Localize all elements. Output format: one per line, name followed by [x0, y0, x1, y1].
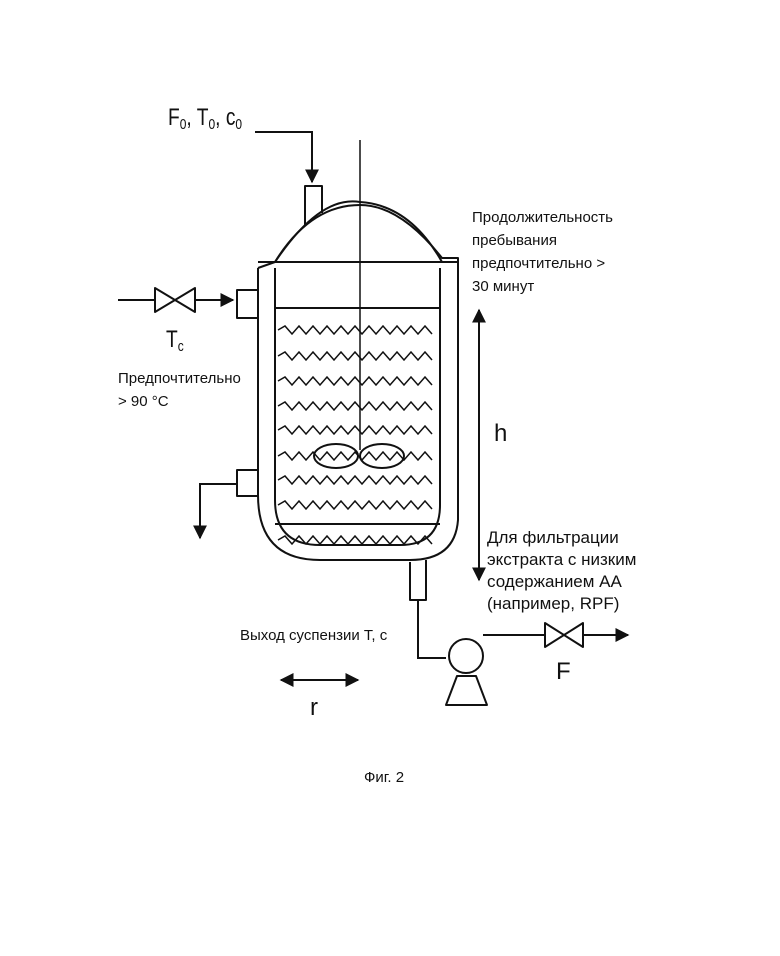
temperature-preference-label: Предпочтительно > 90 °C	[118, 367, 241, 413]
outlet-valve	[545, 623, 583, 647]
filtration-label: Для фильтрации экстракта с низким содерж…	[487, 527, 636, 615]
coil-row	[278, 476, 432, 484]
impeller-right	[360, 444, 404, 468]
coil-row	[278, 326, 432, 334]
coil-row	[278, 452, 432, 460]
radius-label: r	[310, 694, 318, 722]
coil-row	[278, 402, 432, 410]
figure-caption: Фиг. 2	[364, 766, 404, 789]
feed-line	[255, 132, 312, 182]
bottom-outlet-nozzle	[410, 560, 426, 600]
product-line	[418, 600, 446, 658]
jacket-inlet-nozzle	[237, 290, 258, 318]
residence-time-label: Продолжительность пребывания предпочтите…	[472, 206, 613, 298]
height-label: h	[494, 420, 507, 448]
coolant-temperature-label: Tc	[166, 326, 184, 355]
heating-coil	[278, 326, 432, 544]
coil-row	[278, 352, 432, 360]
pump-base	[446, 676, 487, 705]
feed-label: F0, T0, c0	[168, 104, 242, 133]
coil-row	[278, 377, 432, 385]
slurry-outlet-label: Выход суспензии T, c	[240, 624, 387, 647]
coolant-outlet-line	[200, 484, 237, 538]
coolant-valve	[155, 288, 195, 312]
coil-row	[278, 426, 432, 434]
flow-label: F	[556, 658, 571, 686]
vessel-shell	[258, 205, 458, 560]
pump-body	[449, 639, 483, 673]
jacket-outlet-nozzle	[237, 470, 258, 496]
coil-row	[278, 501, 432, 509]
